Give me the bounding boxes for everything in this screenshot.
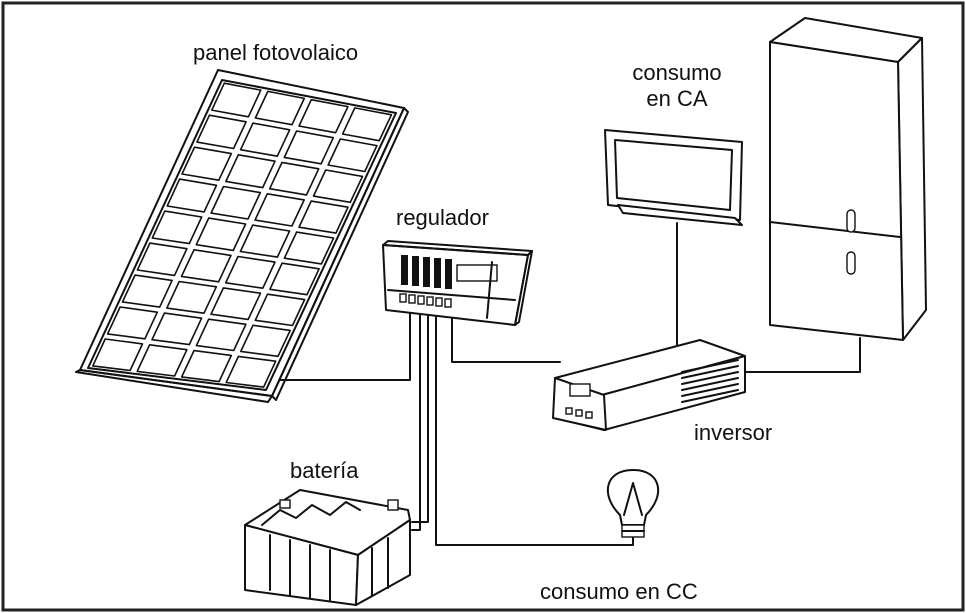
inverter-device — [552, 339, 746, 431]
solar-cell — [136, 242, 188, 277]
solar-cell — [254, 193, 306, 227]
solar-cell — [224, 255, 276, 290]
solar-cell — [298, 200, 349, 234]
solar-cell — [195, 318, 247, 352]
solar-cell — [166, 178, 218, 213]
solar-cell — [225, 154, 276, 189]
solar-cell — [121, 274, 173, 308]
solar-cell — [239, 224, 291, 258]
solar-cell — [239, 122, 291, 157]
label-inversor: inversor — [694, 420, 773, 445]
solar-cell — [196, 114, 247, 150]
solar-cell — [151, 210, 203, 245]
refrigerator — [769, 17, 927, 341]
label-regulador: regulador — [396, 205, 489, 230]
solar-cell — [180, 249, 232, 283]
solar-cell — [269, 262, 320, 296]
light-bulb-icon — [606, 469, 660, 538]
solar-cell — [341, 107, 393, 142]
regulator-device — [382, 240, 533, 326]
label-consumo-ca-line1: consumo — [632, 60, 722, 85]
panel-cells — [92, 82, 393, 388]
solar-cell — [283, 130, 335, 165]
label-panel: panel fotovolaico — [193, 40, 359, 65]
battery — [244, 489, 411, 606]
wires — [267, 222, 861, 546]
solar-cell — [298, 98, 349, 134]
solar-cell — [283, 231, 335, 265]
television — [604, 129, 743, 226]
solar-cell — [166, 280, 218, 315]
solar-cell — [195, 217, 247, 252]
solar-cell — [225, 355, 277, 388]
solar-cell — [210, 287, 262, 321]
solar-panel — [75, 69, 409, 403]
label-consumo-cc: consumo en CC — [540, 579, 698, 604]
solar-cell — [254, 293, 306, 327]
inverter-vents — [681, 359, 739, 403]
solar-cell — [136, 343, 188, 377]
solar-cell — [181, 146, 233, 181]
solar-cell — [210, 185, 262, 220]
solar-cell — [180, 349, 233, 383]
solar-cell — [240, 324, 292, 358]
solar-cell — [211, 82, 262, 118]
solar-cell — [254, 90, 306, 126]
label-consumo-ca-line2: en CA — [646, 86, 708, 111]
label-bateria: batería — [290, 458, 359, 483]
solar-cell — [92, 338, 144, 372]
solar-cell — [268, 161, 320, 196]
solar-cell — [312, 169, 364, 204]
solar-cell — [106, 306, 159, 340]
solar-cell — [151, 312, 203, 346]
solar-cell — [327, 138, 378, 173]
